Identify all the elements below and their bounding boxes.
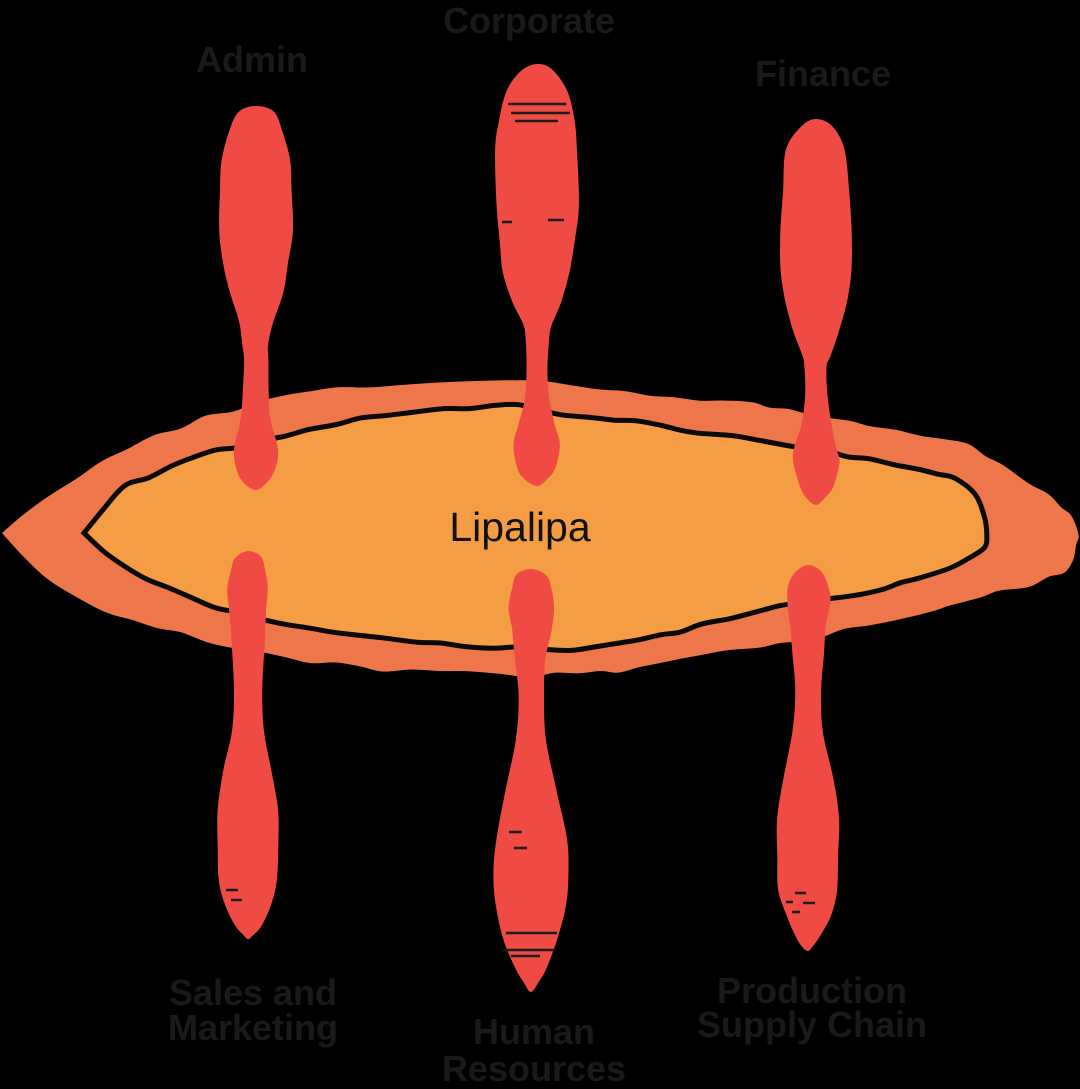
svg-text:Supply Chain: Supply Chain [697, 1004, 927, 1045]
svg-text:Finance: Finance [755, 53, 891, 94]
svg-text:Sales and: Sales and [169, 972, 337, 1013]
svg-text:Production: Production [717, 970, 907, 1011]
svg-text:Marketing: Marketing [168, 1007, 338, 1048]
svg-text:Lipalipa: Lipalipa [449, 504, 591, 550]
svg-text:Resources: Resources [442, 1048, 626, 1089]
svg-text:Admin: Admin [196, 39, 308, 80]
svg-text:Corporate: Corporate [443, 0, 615, 41]
svg-text:Human: Human [473, 1011, 595, 1052]
